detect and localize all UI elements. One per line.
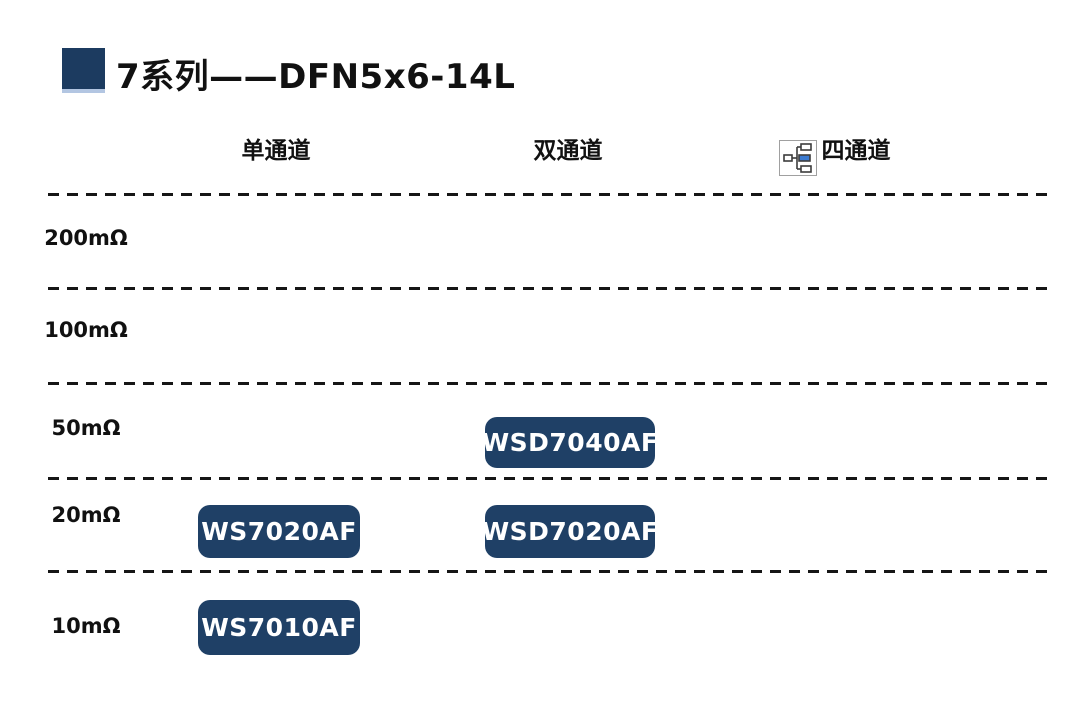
row-label-50mohm: 50mΩ xyxy=(51,416,121,440)
row-label-10mohm: 10mΩ xyxy=(51,614,121,638)
dashed-divider xyxy=(48,477,1048,480)
column-header-dual-channel: 双通道 xyxy=(533,138,603,164)
column-header-quad-channel: 四通道 xyxy=(821,138,891,164)
product-chip-wsd7040af: WSD7040AF xyxy=(482,417,658,468)
row-label-100mohm: 100mΩ xyxy=(44,318,128,342)
product-chip-ws7010af: WS7010AF xyxy=(198,600,360,655)
dashed-divider xyxy=(48,382,1048,385)
title-bullet-square xyxy=(62,48,105,93)
column-header-single-channel: 单通道 xyxy=(241,138,311,164)
dashed-divider xyxy=(48,287,1048,290)
row-label-20mohm: 20mΩ xyxy=(51,503,121,527)
dashed-divider xyxy=(48,570,1048,573)
org-chart-icon xyxy=(779,140,817,176)
dashed-divider xyxy=(48,193,1048,196)
product-chip-wsd7020af: WSD7020AF xyxy=(482,505,658,558)
row-label-200mohm: 200mΩ xyxy=(44,226,128,250)
product-chip-ws7020af: WS7020AF xyxy=(198,505,360,558)
page-title: 7系列——DFN5x6-14L xyxy=(116,57,516,97)
